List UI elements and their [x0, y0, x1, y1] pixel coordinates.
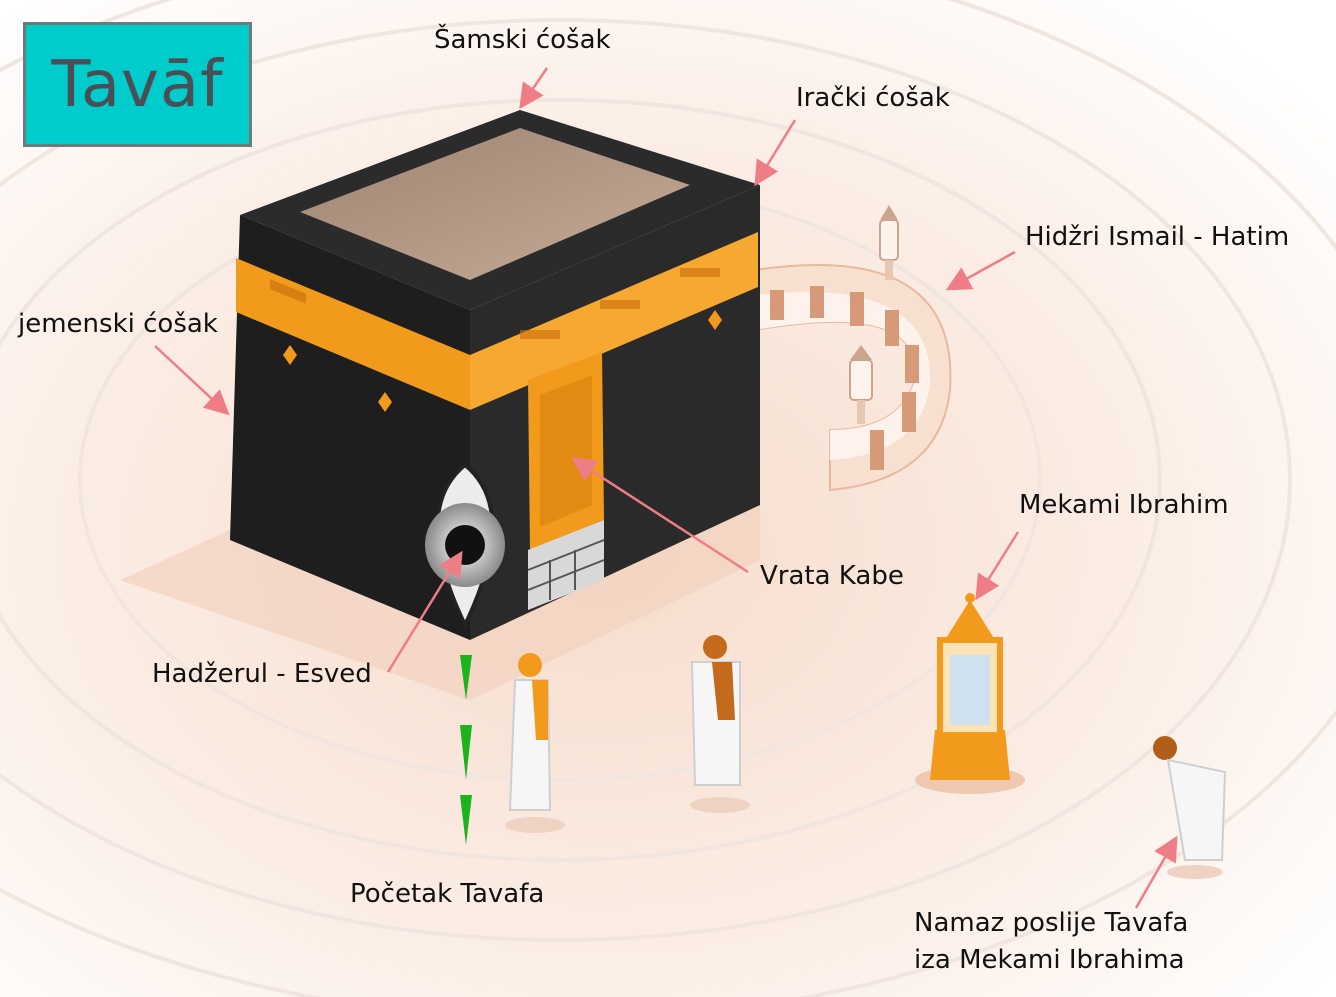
pilgrim-2	[690, 635, 750, 813]
label-kaaba-door: Vrata Kabe	[760, 561, 904, 591]
label-maqam-ibrahim: Mekami Ibrahim	[1019, 490, 1229, 520]
kaaba-shadow	[120, 500, 760, 700]
pointer-arrows	[154, 67, 1178, 909]
label-iraqi-corner: Irački ćošak	[796, 83, 950, 113]
label-yemeni-corner: jemenski ćošak	[18, 309, 218, 339]
label-shami-corner: Šamski ćošak	[434, 25, 611, 55]
arrow-kaaba-door	[570, 457, 749, 574]
maqam-ibrahim	[915, 593, 1025, 794]
arrow-iraqi-corner	[754, 119, 797, 187]
door-base	[528, 520, 604, 610]
arrow-prayer	[1134, 835, 1178, 909]
arrow-shami-corner	[519, 67, 549, 110]
label-prayer-line2: iza Mekami Ibrahima	[914, 945, 1185, 975]
pilgrim-3	[1153, 736, 1227, 879]
label-hijr-ismail: Hidžri Ismail - Hatim	[1025, 222, 1290, 252]
label-black-stone: Hadžerul - Esved	[152, 659, 372, 689]
diagram-title: Tavāf	[51, 47, 224, 122]
tawaf-start-marker	[460, 655, 472, 845]
pilgrim-1	[505, 653, 565, 833]
title-box: Tavāf	[23, 22, 252, 147]
kaaba-roof	[300, 128, 690, 280]
black-stone	[445, 525, 485, 565]
arrow-black-stone	[386, 550, 463, 673]
arrow-maqam-ibrahim	[975, 531, 1020, 601]
label-tawaf-start: Početak Tavafa	[350, 879, 545, 909]
arrow-yemeni-corner	[154, 345, 230, 416]
label-prayer-line1: Namaz poslije Tavafa	[914, 908, 1189, 938]
arrow-hijr-ismail	[945, 250, 1016, 291]
hijr-ismail-wall	[754, 205, 952, 492]
kaaba	[230, 110, 760, 640]
